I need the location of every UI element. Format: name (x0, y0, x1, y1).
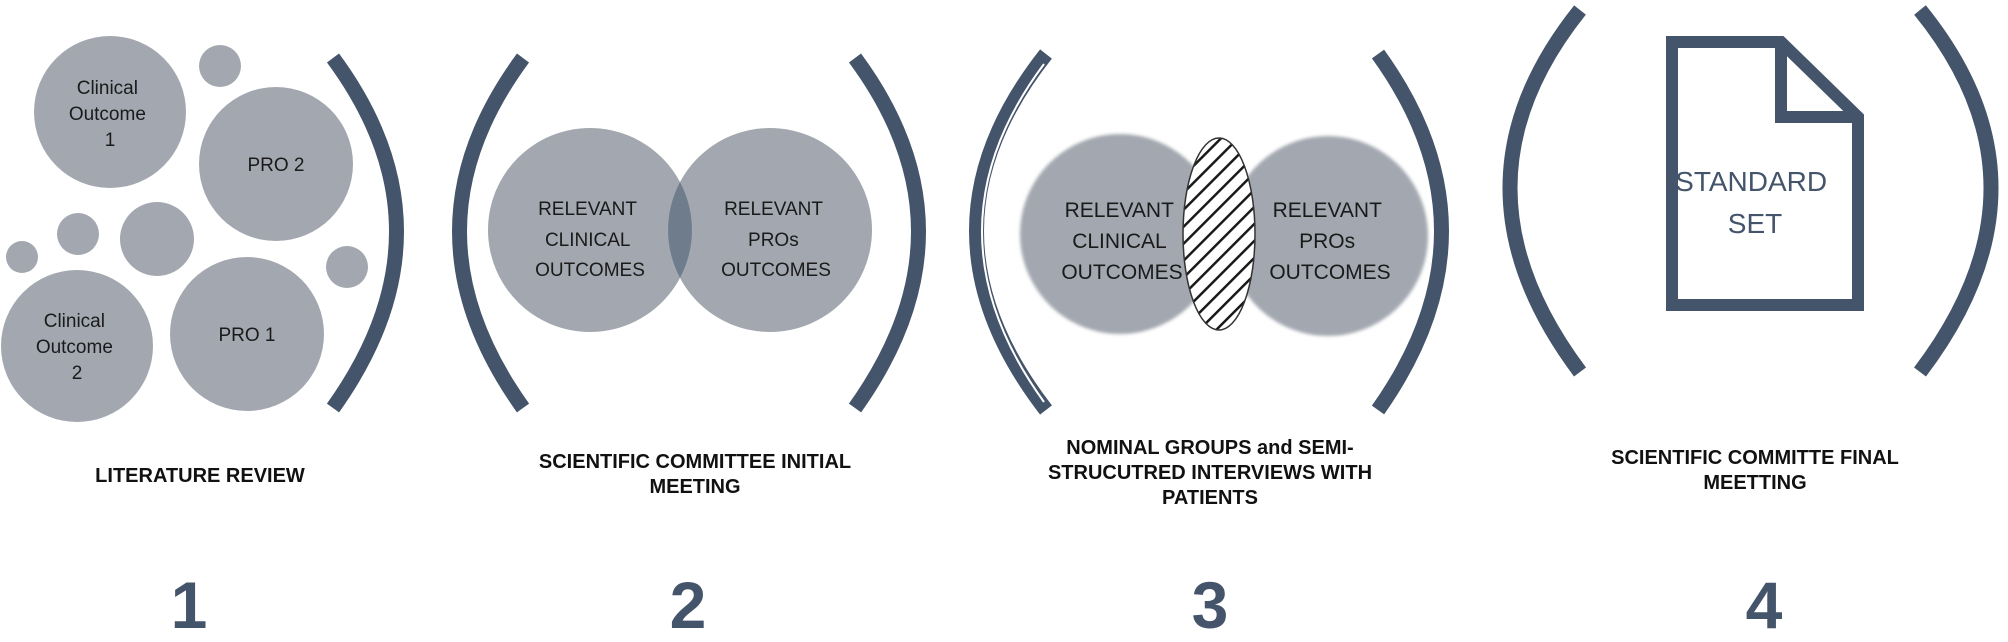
document-icon (1666, 36, 1864, 311)
caption-line: MEETTING (1703, 472, 1807, 494)
step-number-3: 3 (1191, 568, 1229, 642)
caption-step-2: SCIENTIFIC COMMITTEE INITIAL MEETING (495, 450, 895, 500)
venn-3-left-circle (1020, 134, 1220, 334)
venn-3-right-circle (1228, 136, 1428, 336)
step-4-document: STANDARD SET (1666, 36, 1864, 311)
bubble-small (57, 213, 99, 255)
step-2-venn: RELEVANT CLINICAL OUTCOMES RELEVANT PROs… (488, 128, 872, 332)
bracket-close-2 (848, 53, 926, 413)
venn-2-right-circle (668, 128, 872, 332)
bracket-open-2 (452, 53, 530, 413)
caption-line: SCIENTIFIC COMMITTEE INITIAL (538, 451, 852, 473)
bracket-group (326, 5, 1999, 415)
bubble-clinical-outcome-1-label: Clinical Outcome 1 (69, 78, 151, 151)
step-number-2: 2 (669, 568, 707, 642)
bracket-close-4 (1914, 5, 1999, 377)
caption-line: MEETING (649, 476, 741, 498)
bracket-close-3 (1371, 49, 1449, 415)
bubble-pro-1 (170, 257, 324, 411)
step-3-venn: RELEVANT CLINICAL OUTCOMES RELEVANT PROs… (1020, 134, 1428, 336)
caption-step-1: LITERATURE REVIEW (40, 464, 360, 489)
venn-2-right-label: RELEVANT PROs OUTCOMES (721, 199, 831, 281)
step-number-1: 1 (170, 568, 208, 642)
caption-line: LITERATURE REVIEW (95, 465, 305, 487)
step-number-4: 4 (1745, 568, 1783, 642)
bracket-open-3-highlight (981, 63, 1045, 403)
document-fold (1775, 42, 1858, 123)
bubble-small (6, 241, 38, 273)
document-label: STANDARD SET (1675, 166, 1835, 239)
venn-3-left-label: RELEVANT CLINICAL OUTCOMES (1061, 199, 1182, 284)
bracket-close-1 (326, 53, 404, 413)
bubble-clinical-outcome-2 (1, 270, 153, 422)
caption-step-3: NOMINAL GROUPS and SEMI- STRUCUTRED INTE… (1020, 436, 1400, 511)
bubble-clinical-outcome-1 (34, 36, 186, 188)
bubble-pro-1-label: PRO 1 (218, 325, 275, 346)
bubble-clinical-outcome-2-label: Clinical Outcome 2 (36, 311, 118, 384)
caption-line: PATIENTS (1162, 487, 1258, 509)
venn-3-right-label: RELEVANT PROs OUTCOMES (1269, 199, 1390, 284)
bubble-pro-2-label: PRO 2 (247, 155, 304, 176)
venn-3-hatched-overlap (1182, 137, 1256, 331)
caption-line: SCIENTIFIC COMMITTE FINAL (1611, 447, 1899, 469)
bracket-open-4 (1502, 5, 1587, 377)
caption-step-4: SCIENTIFIC COMMITTE FINAL MEETTING (1575, 446, 1935, 496)
venn-2-left-label: RELEVANT CLINICAL OUTCOMES (535, 199, 645, 281)
bracket-open-3 (969, 49, 1052, 415)
bubble-small (326, 246, 368, 288)
venn-2-overlap-lens (668, 182, 692, 278)
bubble-small (199, 45, 241, 87)
venn-2-left-circle (488, 128, 692, 332)
caption-line: NOMINAL GROUPS and SEMI- (1066, 437, 1354, 459)
bubble-pro-2 (199, 87, 353, 241)
step-1-bubbles: Clinical Outcome 1 PRO 2 Clinical Outcom… (1, 36, 368, 422)
bubble-small (120, 202, 194, 276)
caption-line: STRUCUTRED INTERVIEWS WITH (1047, 462, 1373, 484)
